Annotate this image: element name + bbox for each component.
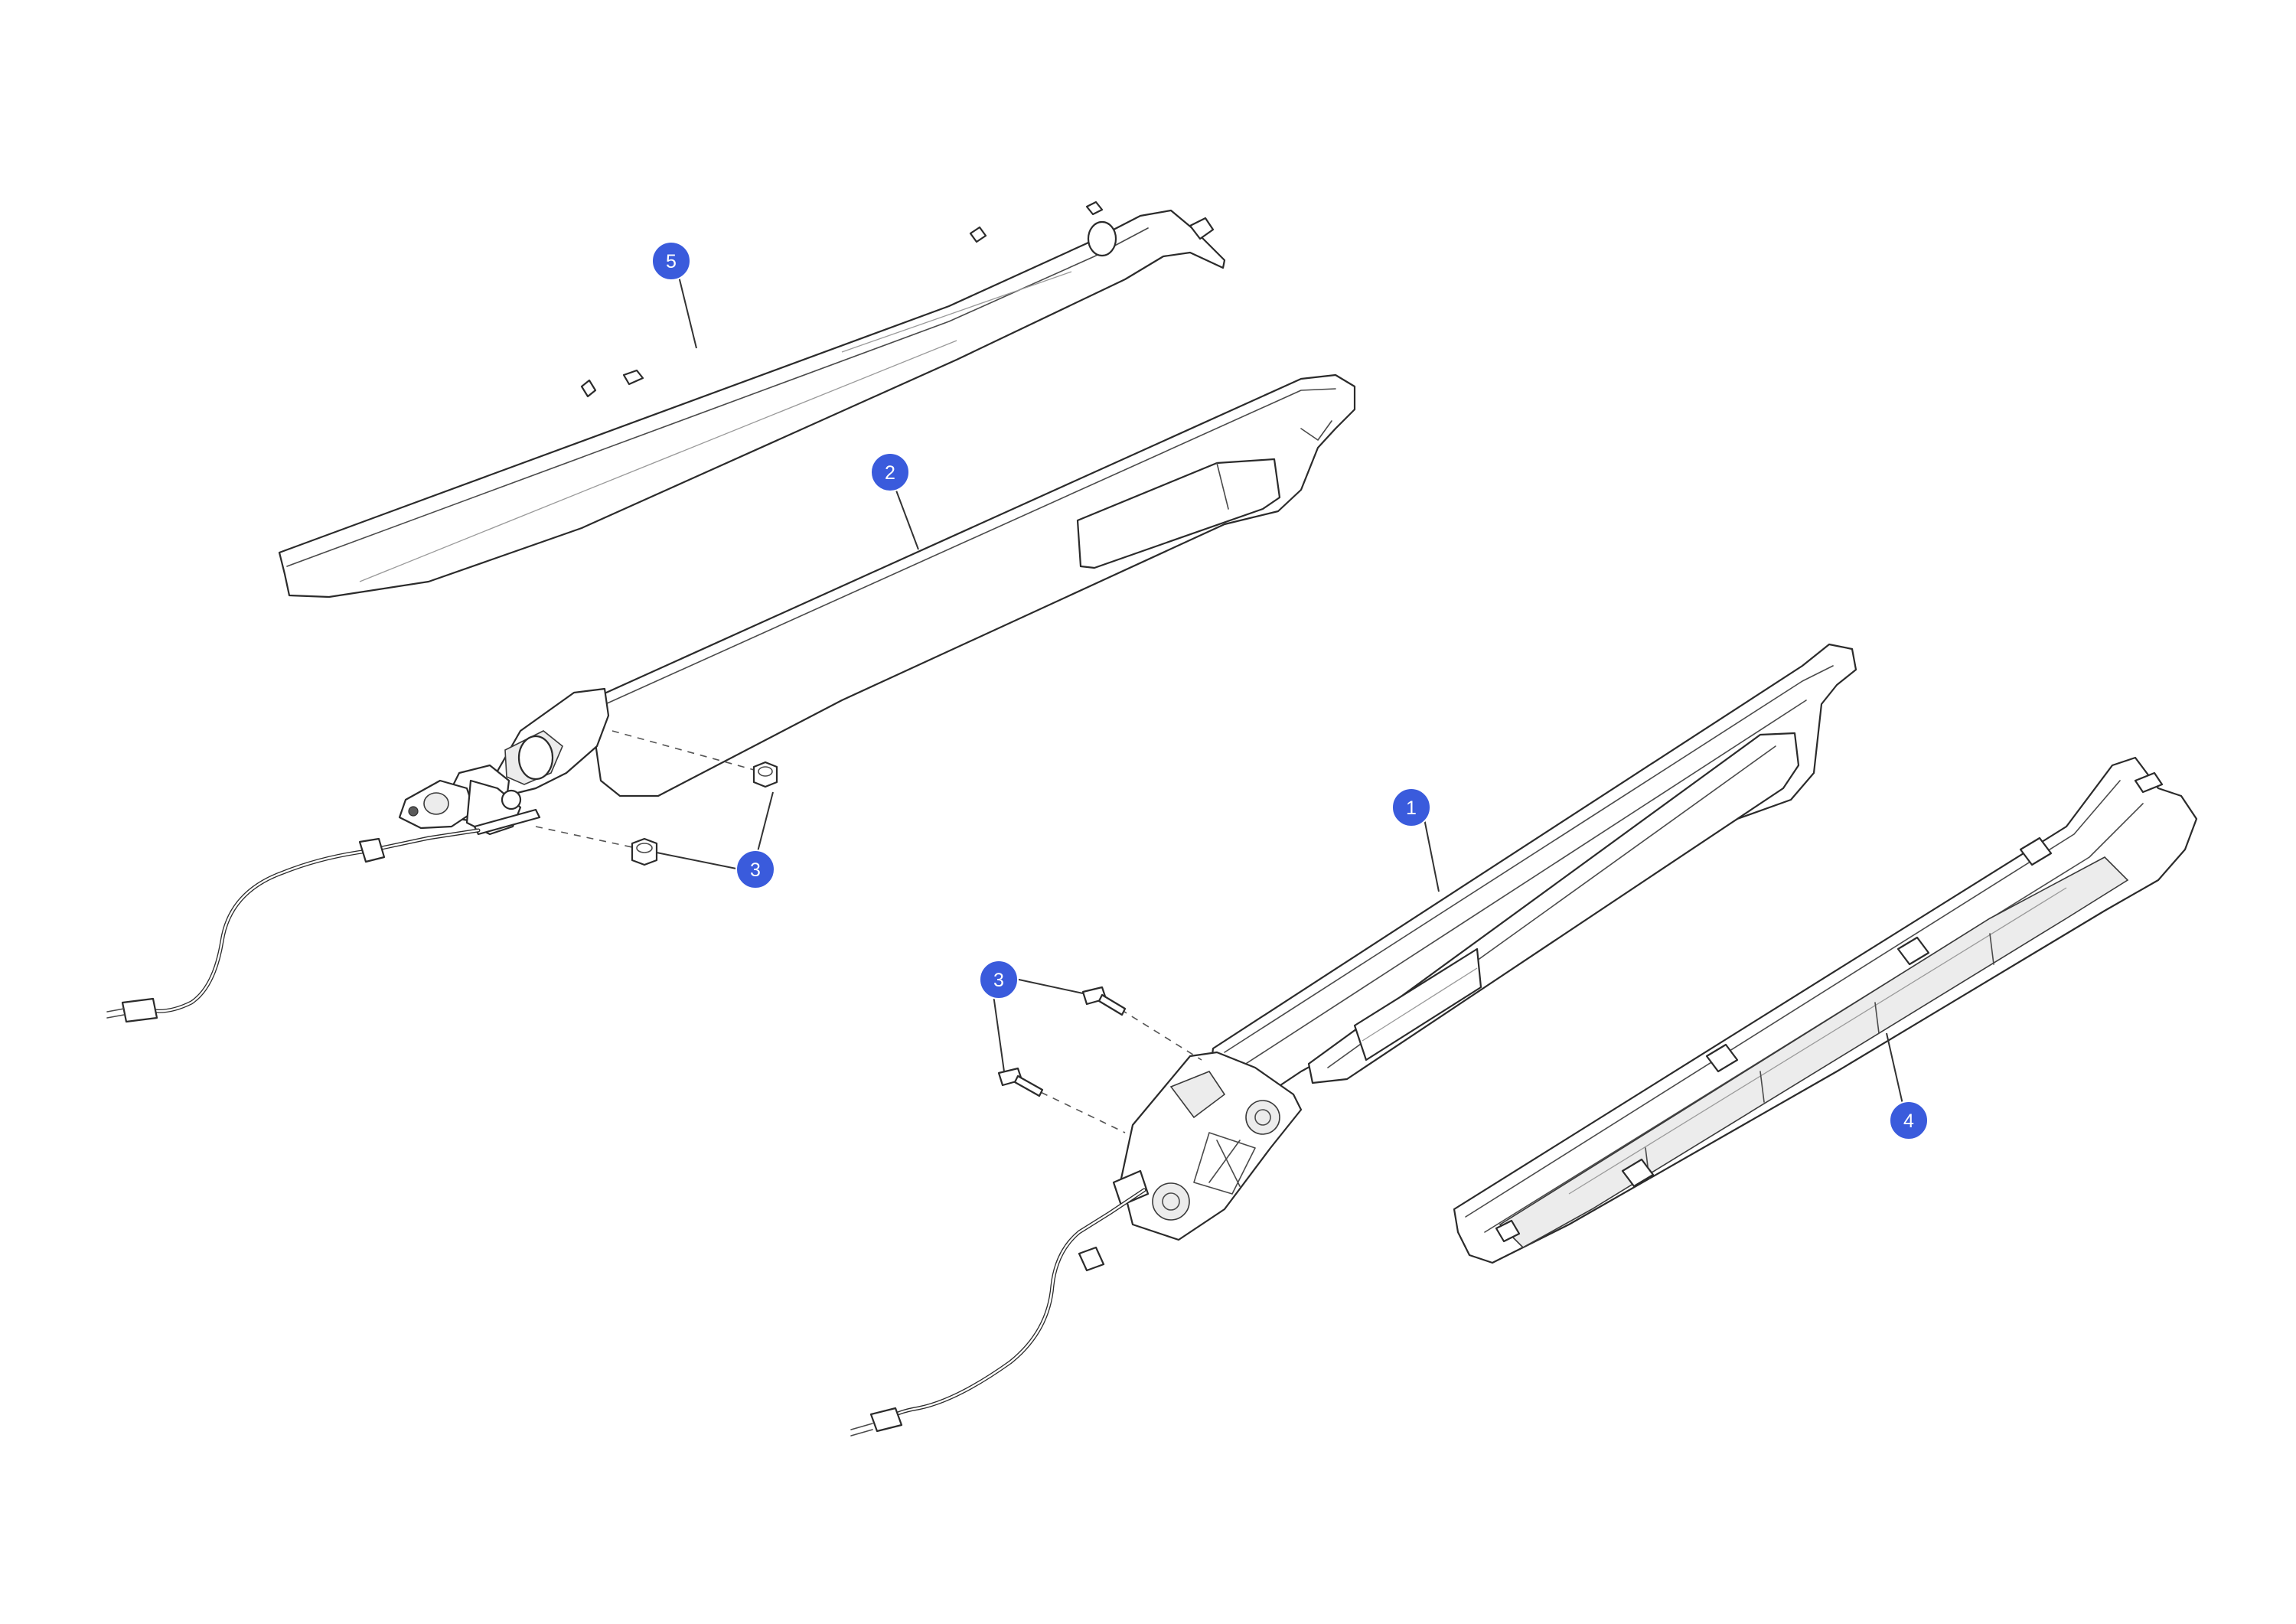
callout-circle — [1889, 1101, 1929, 1140]
lower-trim-bracket — [1453, 756, 2198, 1264]
callout-circle — [735, 850, 775, 889]
callout-circle — [870, 452, 910, 492]
callout-circle — [1391, 788, 1431, 827]
callout-3b: 3 — [979, 960, 1019, 1000]
upper-trim-cover — [278, 201, 1226, 598]
callout-number: 3 — [993, 970, 1004, 991]
callout-circle — [651, 241, 691, 281]
callout-number: 4 — [1903, 1110, 1914, 1132]
leader-line-3b-2 — [993, 994, 1005, 1072]
callout-number: 5 — [666, 251, 677, 272]
callout-4: 4 — [1889, 1101, 1929, 1140]
callout-circle — [979, 960, 1019, 1000]
left-wire-harness — [106, 828, 481, 1023]
callouts: 5 2 3 1 3 4 — [651, 241, 1929, 1140]
callout-2: 2 — [870, 452, 910, 492]
callout-number: 2 — [885, 462, 895, 484]
leader-line-3a-2 — [656, 852, 737, 869]
bolt-fasteners — [997, 986, 1202, 1133]
right-wire-harness — [850, 1188, 1146, 1436]
callout-number: 3 — [750, 859, 761, 881]
callout-5: 5 — [651, 241, 691, 281]
left-armrest-panel — [398, 373, 1356, 836]
callout-1: 1 — [1391, 788, 1431, 827]
callout-3a: 3 — [735, 850, 775, 889]
nut-fasteners — [535, 730, 778, 866]
right-armrest-panel — [1112, 643, 1857, 1241]
callout-number: 1 — [1406, 797, 1417, 819]
leader-line-3b-1 — [1011, 977, 1084, 994]
